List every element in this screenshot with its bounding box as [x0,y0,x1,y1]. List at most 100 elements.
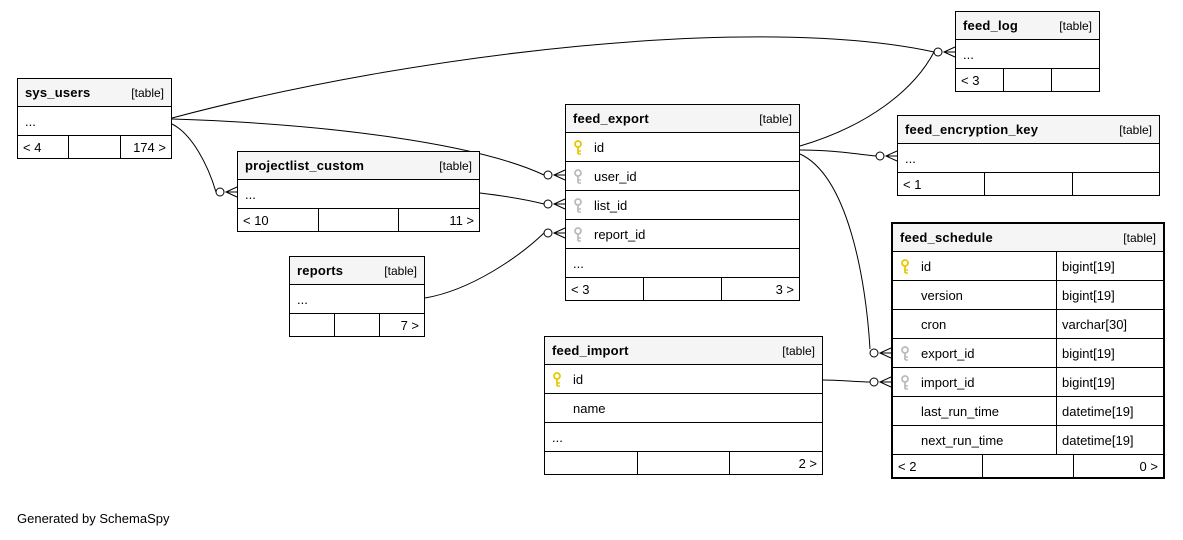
column-type: bigint[19] [1056,339,1163,367]
column-type: bigint[19] [1056,368,1163,396]
primary-key-icon [574,139,582,155]
table-name[interactable]: feed_export [573,111,649,126]
column-label: last_run_time [921,403,1000,419]
footer-left: < 4 [23,139,42,155]
footer-mid [68,136,119,158]
table-footer: < 1 [898,173,1159,195]
table-row: ... [18,107,171,136]
table-tag: [table] [782,343,815,358]
table-row: version bigint[19] [893,281,1163,310]
footer-left: < 3 [961,72,980,88]
table-reports[interactable]: reports [table] ... 7 > [289,256,425,337]
table-header[interactable]: reports [table] [290,257,424,285]
table-projectlist_custom[interactable]: projectlist_custom [table] ... < 10 11 > [237,151,480,232]
table-name[interactable]: feed_encryption_key [905,122,1039,137]
footer-right: 11 > [398,209,479,231]
table-header[interactable]: feed_encryption_key [table] [898,116,1159,144]
table-name[interactable]: feed_import [552,343,629,358]
column-label: name [573,400,606,416]
table-header[interactable]: sys_users [table] [18,79,171,107]
footer-left [545,452,637,474]
footer-mid [334,314,379,336]
footer-right: 0 > [1072,455,1163,477]
table-row: ... [545,423,822,452]
table-header[interactable]: feed_export [table] [566,105,799,133]
table-name[interactable]: reports [297,263,344,278]
table-row: last_run_time datetime[19] [893,397,1163,426]
footer-right [1051,69,1099,91]
column-label: ... [963,46,974,62]
table-feed_log[interactable]: feed_log [table] ... < 3 [955,11,1100,92]
table-row: report_id [566,220,799,249]
table-row: import_id bigint[19] [893,368,1163,397]
footer-mid [1003,69,1051,91]
column-label: report_id [594,226,646,242]
footer-right [1071,173,1159,195]
column-label: ... [552,429,563,445]
schemaspy-credit: Generated by SchemaSpy [17,511,170,526]
column-type: bigint[19] [1056,252,1163,280]
table-name[interactable]: projectlist_custom [245,158,365,173]
column-type: varchar[30] [1056,310,1163,338]
foreign-key-icon [574,197,582,213]
table-row: export_id bigint[19] [893,339,1163,368]
table-footer: < 3 [956,69,1099,91]
table-name[interactable]: feed_log [963,18,1019,33]
footer-mid [636,452,730,474]
footer-mid [643,278,721,300]
footer-mid [317,209,399,231]
table-header[interactable]: feed_log [table] [956,12,1099,40]
table-row: id [545,365,822,394]
table-tag: [table] [1059,18,1092,33]
table-row: ... [956,40,1099,69]
table-name[interactable]: sys_users [25,85,91,100]
table-feed_import[interactable]: feed_import [table] id name ... 2 > [544,336,823,475]
column-label: ... [25,113,36,129]
column-label: ... [297,291,308,307]
table-footer: < 2 0 > [893,455,1163,477]
table-row: name [545,394,822,423]
table-row: id bigint[19] [893,252,1163,281]
table-row: user_id [566,162,799,191]
footer-left: < 1 [903,176,922,192]
column-label: list_id [594,197,628,213]
column-label: id [921,258,932,274]
table-feed_encryption_key[interactable]: feed_encryption_key [table] ... < 1 [897,115,1160,196]
primary-key-icon [901,258,909,274]
table-row: next_run_time datetime[19] [893,426,1163,455]
foreign-key-icon [574,168,582,184]
table-feed_schedule[interactable]: feed_schedule [table] id bigint[19] vers… [891,222,1165,479]
footer-left: < 3 [571,281,590,297]
table-row: id [566,133,799,162]
column-label: import_id [921,374,975,390]
primary-key-icon [553,371,561,387]
table-name[interactable]: feed_schedule [900,230,993,245]
table-sys_users[interactable]: sys_users [table] ... < 4 174 > [17,78,172,159]
table-footer: < 4 174 > [18,136,171,158]
table-header[interactable]: feed_import [table] [545,337,822,365]
table-tag: [table] [1119,122,1152,137]
column-type: bigint[19] [1056,281,1163,309]
footer-right: 7 > [379,314,424,336]
table-header[interactable]: feed_schedule [table] [893,224,1163,252]
table-tag: [table] [131,85,164,100]
table-footer: 2 > [545,452,822,474]
footer-mid [984,173,1071,195]
table-row: ... [566,249,799,278]
footer-left: < 2 [898,458,917,474]
column-label: user_id [594,168,637,184]
table-footer: < 10 11 > [238,209,479,231]
table-tag: [table] [439,158,472,173]
column-type: datetime[19] [1056,397,1163,425]
table-footer: 7 > [290,314,424,336]
table-feed_export[interactable]: feed_export [table] id user_id list_id r… [565,104,800,301]
column-type: datetime[19] [1056,426,1163,454]
table-tag: [table] [759,111,792,126]
footer-left: < 10 [243,212,269,228]
column-label: id [573,371,584,387]
footer-right: 3 > [721,278,799,300]
table-row: ... [238,180,479,209]
table-tag: [table] [1123,230,1156,245]
table-header[interactable]: projectlist_custom [table] [238,152,479,180]
column-label: id [594,139,605,155]
